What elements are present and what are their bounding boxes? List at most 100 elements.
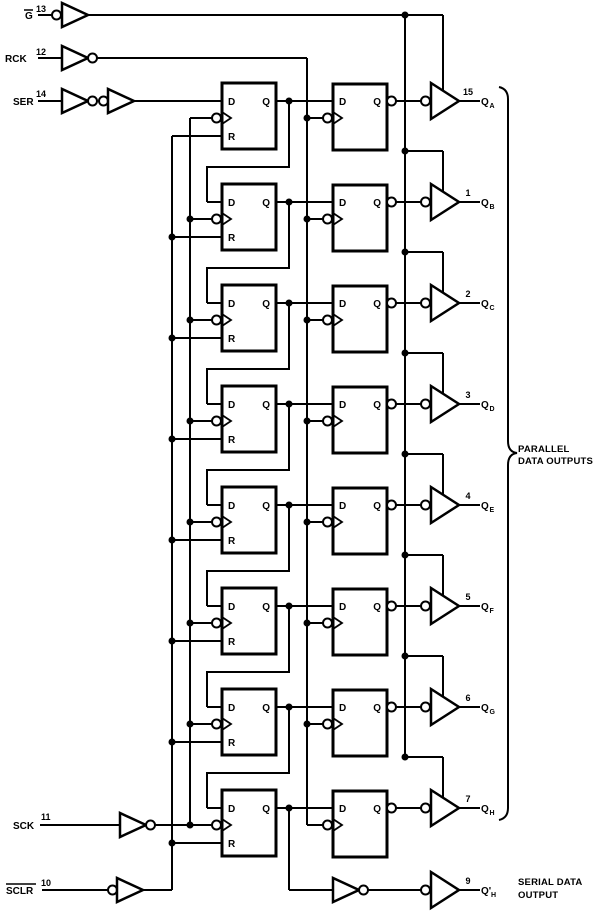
q-label: Q — [262, 501, 270, 512]
d-label: D — [339, 400, 346, 411]
parallel-annotation-line1: PARALLEL — [518, 444, 570, 455]
parallel-outputs-brace — [498, 86, 518, 821]
inversion-bubble — [386, 398, 397, 410]
output-name-b-sub: B — [490, 204, 495, 211]
sclr-inverter-bubble — [107, 884, 118, 896]
sck-pin-number: 11 — [41, 812, 51, 822]
junction-dot — [303, 518, 311, 526]
rck-inverter-icon — [60, 44, 91, 72]
ser-input-label: SER — [13, 97, 34, 108]
sck-input-label: SCK — [13, 821, 35, 832]
q-label: Q — [373, 299, 381, 310]
inversion-bubble — [322, 617, 333, 629]
output-buffer-h-icon — [429, 787, 462, 829]
serial-output-name-sub: H — [491, 892, 496, 899]
inversion-bubble — [322, 314, 333, 326]
input-sck: SCK 11 — [13, 118, 191, 839]
clock-chevron-icon — [221, 414, 344, 428]
g-pin-number: 13 — [36, 4, 46, 14]
output-buffer-g-icon — [429, 686, 462, 728]
output-name-a-sub: A — [490, 103, 495, 110]
sck-buffer-bubble — [145, 819, 156, 831]
inversion-bubble — [211, 516, 222, 528]
shift-ff-b — [220, 182, 278, 252]
junction-dot — [401, 753, 409, 761]
inversion-bubble — [322, 112, 333, 124]
inversion-bubble — [386, 95, 397, 107]
stage-f-wires — [172, 554, 480, 707]
rck-pin-number: 12 — [36, 47, 46, 57]
r-label: R — [228, 839, 236, 850]
input-ser: SER 14 — [13, 87, 222, 115]
junction-dot — [303, 215, 311, 223]
output-name-f-sub: F — [490, 608, 495, 615]
q-label: Q — [262, 400, 270, 411]
r-label: R — [228, 536, 236, 547]
junction-dot — [285, 501, 293, 509]
shift-ff-f — [220, 586, 278, 656]
d-label: D — [228, 198, 235, 209]
stage-e-wires — [172, 453, 480, 606]
d-label: D — [339, 299, 346, 310]
q-label: Q — [373, 501, 381, 512]
inversion-bubble — [322, 819, 333, 831]
d-label: D — [228, 400, 235, 411]
r-label: R — [228, 738, 236, 749]
inversion-bubble — [386, 297, 397, 309]
d-label: D — [228, 602, 235, 613]
output-buffer-e-icon — [429, 484, 462, 526]
output-buffer-a-icon — [429, 80, 462, 122]
ser-inverter-2-bubble — [98, 95, 109, 107]
junction-dot — [168, 435, 176, 443]
output-name-a: Q — [481, 97, 489, 108]
q-label: Q — [262, 198, 270, 209]
junction-dot — [285, 602, 293, 610]
junction-dot — [285, 198, 293, 206]
output-name-g: Q — [481, 703, 489, 714]
shift-ff-g — [220, 687, 278, 757]
stage-b-wires — [172, 150, 480, 303]
inversion-bubble — [322, 213, 333, 225]
output-pin-g: 6 — [465, 693, 470, 703]
d-label: D — [339, 703, 346, 714]
ser-inverter-2-icon — [106, 87, 137, 115]
shift-ff-d — [220, 384, 278, 454]
d-label: D — [339, 198, 346, 209]
stage-c-wires — [172, 251, 480, 404]
d-label: D — [228, 501, 235, 512]
g-inverter-bubble — [51, 9, 62, 21]
clock-chevron-icon — [221, 212, 344, 226]
inversion-bubble — [420, 196, 431, 208]
q-label: Q — [373, 400, 381, 411]
output-name-h-sub: H — [490, 810, 495, 817]
output-name-c: Q — [481, 299, 489, 310]
q-label: Q — [373, 198, 381, 209]
clock-chevron-icon — [221, 313, 344, 327]
inversion-bubble — [211, 415, 222, 427]
junction-dot — [285, 97, 293, 105]
r-label: R — [228, 233, 236, 244]
junction-dot — [303, 114, 311, 122]
junction-dot — [186, 417, 194, 425]
output-name-d: Q — [481, 400, 489, 411]
junction-dot — [303, 720, 311, 728]
inversion-bubble — [386, 499, 397, 511]
junction-dot — [401, 248, 409, 256]
serial-annotation-line2: OUTPUT — [518, 890, 558, 901]
output-pin-a: 15 — [463, 87, 473, 97]
clock-chevron-icon — [221, 111, 344, 125]
clock-chevron-icon — [221, 515, 344, 529]
serial-output-qh: 9 Q' H — [289, 869, 496, 911]
d-label: D — [339, 501, 346, 512]
shift-ff-h — [220, 788, 278, 858]
serial-output-buffer-icon — [429, 869, 462, 911]
output-name-e: Q — [481, 501, 489, 512]
inversion-bubble — [386, 196, 397, 208]
